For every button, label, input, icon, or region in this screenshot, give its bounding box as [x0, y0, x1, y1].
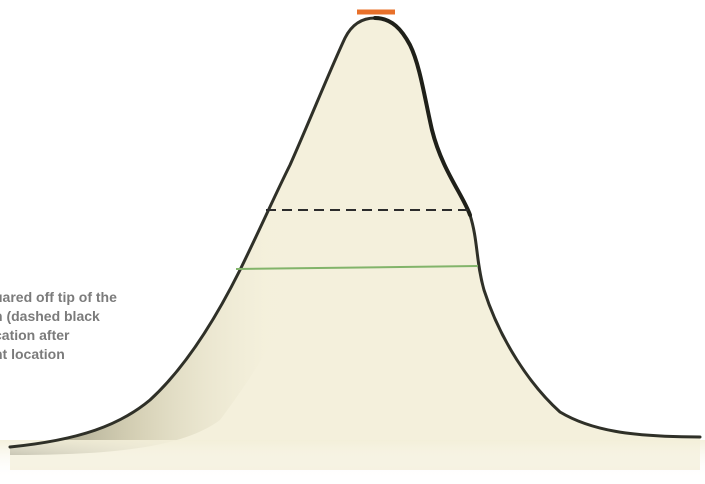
- mountain-right-rim: [373, 16, 472, 217]
- caption-line-1: uared off tip of the: [0, 289, 117, 305]
- mountain-base-fade: [0, 440, 705, 479]
- caption-line-3: cation after: [0, 327, 70, 343]
- mountain-shading: [10, 18, 376, 455]
- caption-line-2: n (dashed black: [0, 308, 100, 324]
- caption-line-4: nt location: [0, 346, 65, 362]
- caption-text: uared off tip of the n (dashed black cat…: [0, 288, 184, 364]
- green-line: [235, 265, 479, 270]
- mountain-fill: [10, 18, 700, 470]
